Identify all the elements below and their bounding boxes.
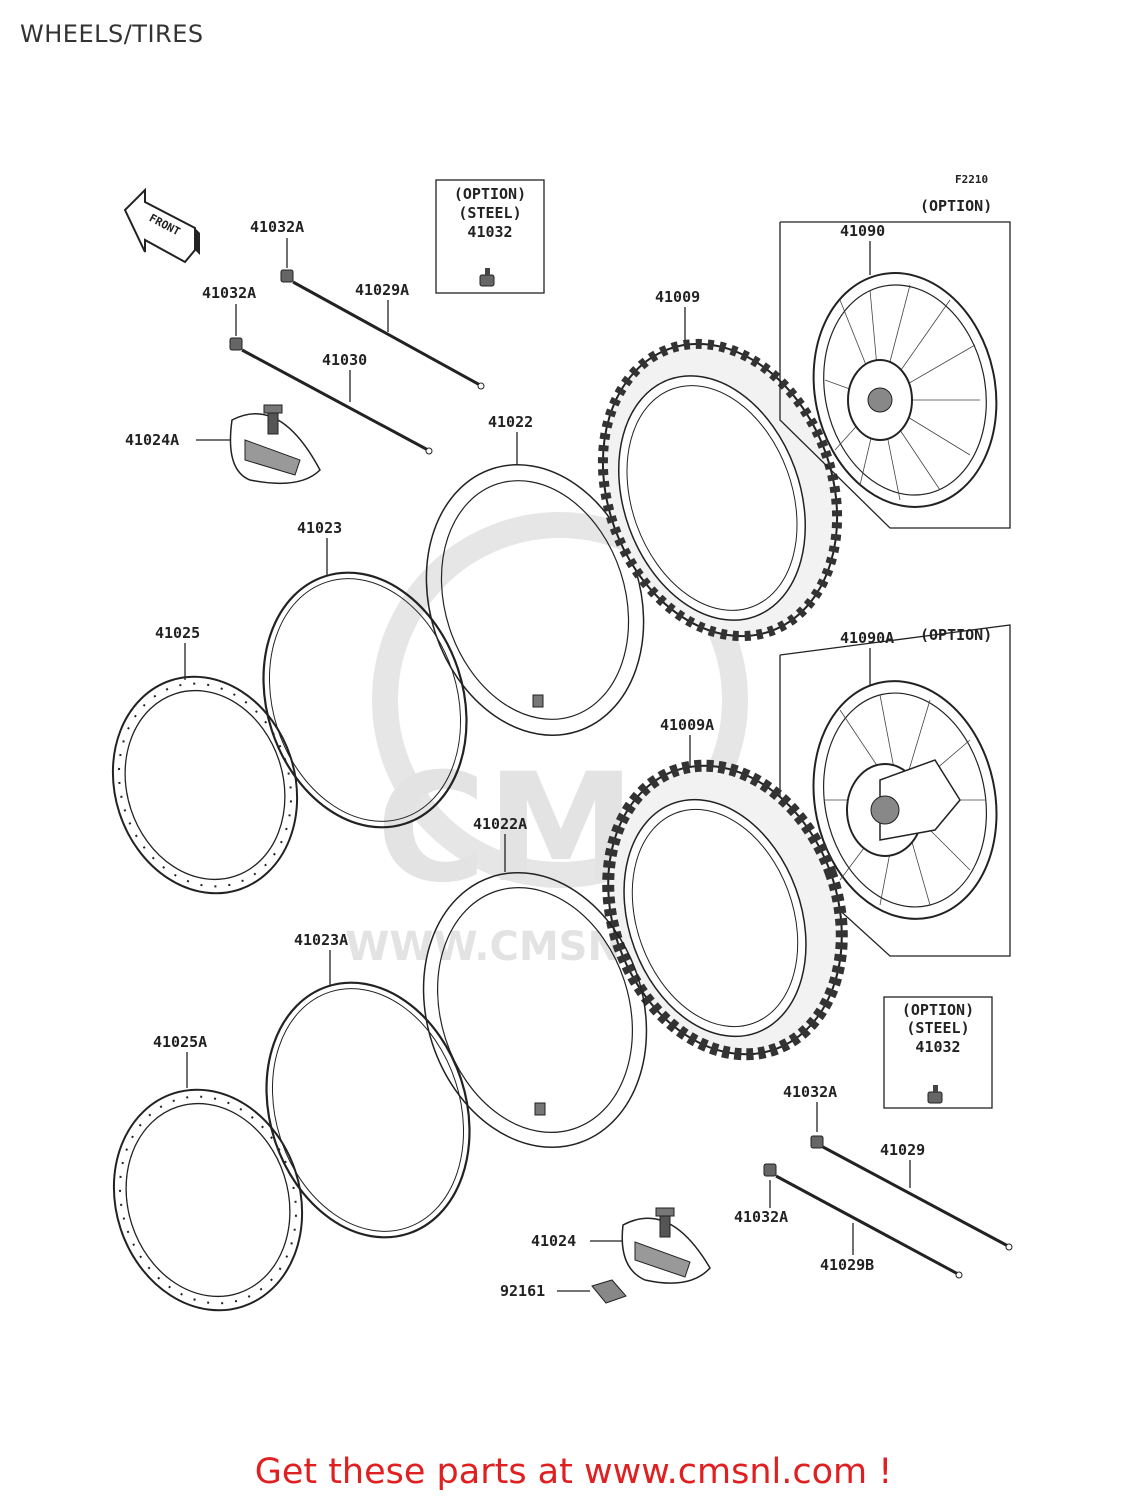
label-41009A: 41009A [660,716,714,734]
spoke-41029 [822,1145,1009,1248]
parts-diagram: CMS WWW.CMSNL.COM F2210 FRONT (OPTION) (… [111,173,1013,1312]
figure-code: F2210 [955,173,988,186]
label-41032A-top: 41032A [250,218,304,236]
option-label-41090: (OPTION) [920,197,992,215]
tire-41009: 41009 [597,288,843,642]
spoke-41029B [775,1174,959,1276]
option-box-bottom-line1: (OPTION) [902,1001,974,1019]
wheel-41090A-option: 41090A (OPTION) [779,624,1011,957]
label-41030: 41030 [322,351,367,369]
rim-41025A: 41025A [112,1033,304,1312]
rim-lock-41024A: 41024A [125,404,321,485]
label-41023: 41023 [297,519,342,537]
inner-tube-41022A: 41022A [422,815,648,1149]
option-box-top-line1: (OPTION) [454,185,526,203]
label-41024A: 41024A [125,431,179,449]
spoke-nipple-icon [229,337,243,351]
label-41090A: 41090A [840,629,894,647]
label-41025A: 41025A [153,1033,207,1051]
front-arrow-icon: FRONT [123,187,200,264]
label-41023A: 41023A [294,931,348,949]
option-box-steel-top: (OPTION) (STEEL) 41032 [435,179,545,294]
spoke-nipple-icon [763,1163,777,1177]
spoke-nipple-icon [479,268,495,287]
label-41009: 41009 [655,288,700,306]
label-41029: 41029 [880,1141,925,1159]
label-41022: 41022 [488,413,533,431]
spoke-nipple-icon [927,1085,943,1104]
spoke-41030 [241,348,429,452]
label-41029A: 41029A [355,281,409,299]
option-box-top-part: 41032 [467,223,512,241]
spoke-nipple-icon [280,269,294,283]
label-41090: 41090 [840,222,885,240]
rim-41025: 41025 [111,624,299,895]
rim-band-41023: 41023 [262,519,468,829]
option-box-bottom-line2: (STEEL) [906,1019,969,1037]
label-41032A-third: 41032A [783,1083,837,1101]
cta-link[interactable]: Get these parts at www.cmsnl.com ! [254,1452,893,1492]
tire-41009A: 41009A [602,716,848,1061]
option-box-steel-bottom: (OPTION) (STEEL) 41032 [883,996,993,1109]
spoke-group-bottom-right: 41032A 41029 41032A 41029B [734,1083,1013,1279]
label-41022A: 41022A [473,815,527,833]
label-41024: 41024 [531,1232,576,1250]
option-box-top-line2: (STEEL) [458,204,521,222]
spoke-41029A [292,280,481,387]
label-41025: 41025 [155,624,200,642]
page-title: WHEELS/TIRES [20,20,204,48]
spoke-nipple-icon [810,1135,824,1149]
label-41029B: 41029B [820,1256,874,1274]
label-92161: 92161 [500,1282,545,1300]
option-label-41090A: (OPTION) [920,626,992,644]
label-41032A-second: 41032A [202,284,256,302]
option-box-bottom-part: 41032 [915,1038,960,1056]
rim-lock-41024: 41024 [531,1207,711,1284]
wheel-41090-option: (OPTION) 41090 [779,197,1011,529]
inner-tube-41022: 41022 [425,413,645,736]
label-41032A-fourth: 41032A [734,1208,788,1226]
part-92161: 92161 [500,1279,627,1304]
spoke-group-top-left: 41032A 41029A 41032A 41030 [202,218,485,455]
